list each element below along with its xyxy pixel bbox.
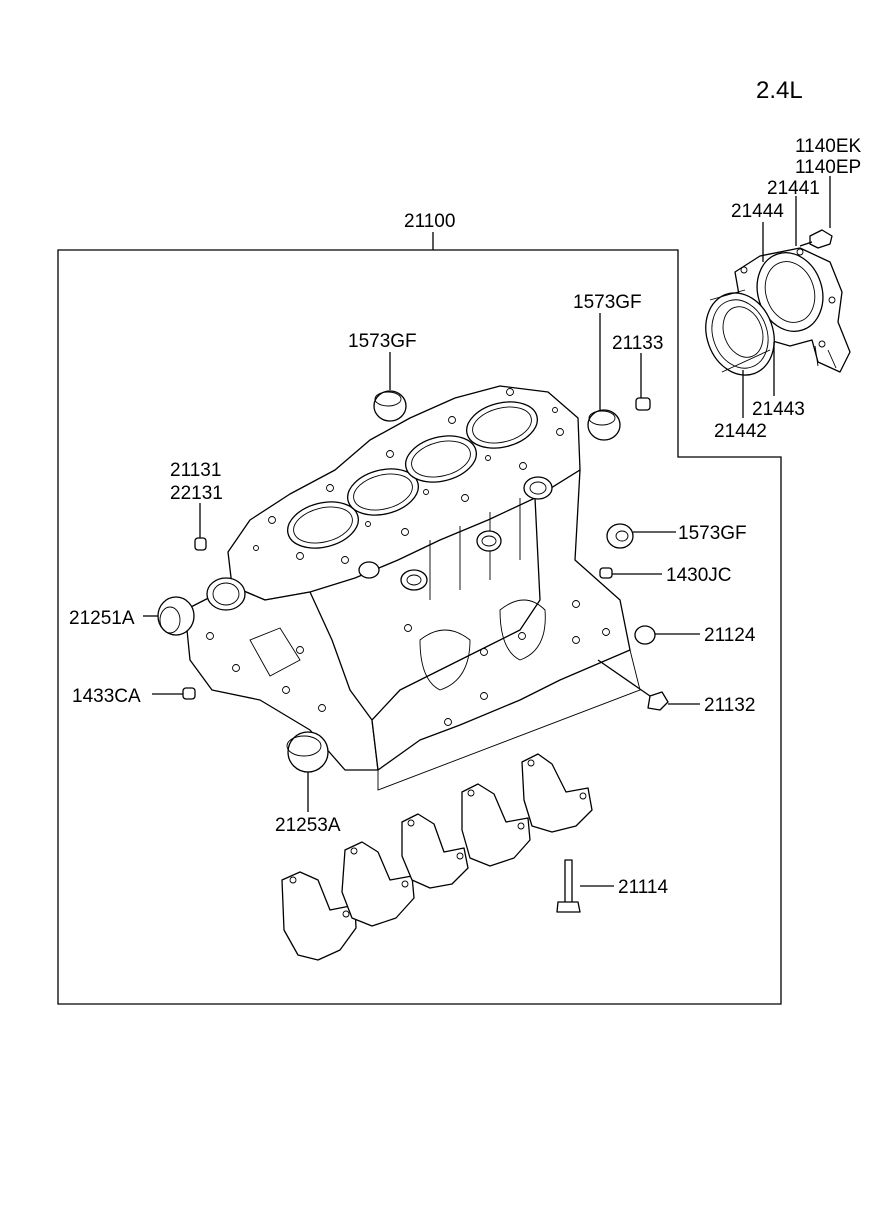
callout-21443: 21443 bbox=[752, 399, 805, 420]
callout-1430jc: 1430JC bbox=[666, 565, 732, 586]
callout-21133: 21133 bbox=[612, 333, 663, 354]
plug-1433ca bbox=[182, 687, 196, 700]
rear-oil-seal-case bbox=[734, 247, 851, 373]
callout-21131: 21131 bbox=[170, 460, 221, 481]
callout-1433ca: 1433CA bbox=[72, 686, 141, 707]
engine-label: 2.4L bbox=[756, 77, 803, 104]
leaders-top-right bbox=[742, 176, 831, 418]
leaders-block bbox=[143, 313, 700, 887]
bushing-21253a bbox=[286, 731, 329, 773]
callout-21132: 21132 bbox=[704, 695, 755, 716]
callout-21124: 21124 bbox=[704, 625, 756, 646]
callout-1573gf-upper: 1573GF bbox=[573, 292, 642, 313]
callout-1573gf-top: 1573GF bbox=[348, 331, 417, 352]
bushing-21251a bbox=[157, 596, 195, 636]
assembly-frame bbox=[57, 232, 782, 1005]
bolt-21114 bbox=[556, 859, 581, 913]
plug-1573gf-upper bbox=[587, 409, 621, 441]
callout-1140ep: 1140EP bbox=[795, 157, 861, 178]
bolt-21132 bbox=[597, 659, 669, 711]
callout-1140ek: 1140EK bbox=[795, 136, 862, 157]
callout-21251a: 21251A bbox=[69, 608, 135, 629]
bolt-1430jc bbox=[599, 567, 613, 579]
seal-case-bolt bbox=[799, 229, 833, 249]
plug-21133 bbox=[635, 397, 651, 411]
callout-22131: 22131 bbox=[170, 483, 223, 504]
plug-1573gf-top bbox=[373, 390, 407, 422]
plug-1573gf-right bbox=[606, 523, 634, 549]
cylinder-block bbox=[184, 385, 641, 791]
callout-21442: 21442 bbox=[714, 421, 767, 442]
callout-21114: 21114 bbox=[618, 877, 668, 898]
assembly-label: 21100 bbox=[404, 211, 455, 232]
callout-1573gf-right: 1573GF bbox=[678, 523, 747, 544]
rear-oil-seal bbox=[705, 289, 775, 376]
bearing-caps bbox=[281, 753, 593, 961]
callout-21441: 21441 bbox=[767, 178, 820, 199]
callout-21444: 21444 bbox=[731, 201, 784, 222]
pin-21131 bbox=[194, 537, 207, 551]
callout-21253a: 21253A bbox=[275, 815, 341, 836]
plug-21124 bbox=[634, 625, 656, 645]
